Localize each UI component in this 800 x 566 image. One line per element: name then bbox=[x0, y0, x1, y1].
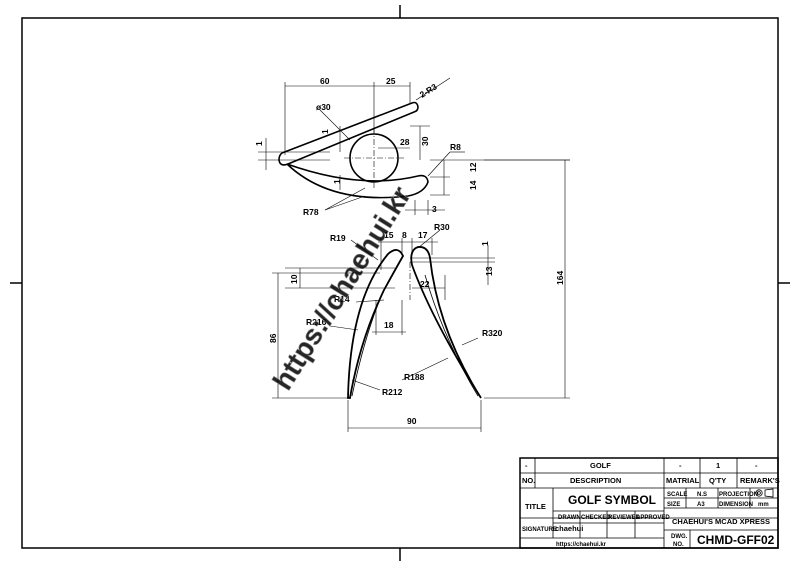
checked-label: CHECKED bbox=[581, 515, 611, 521]
header-material: MATRIAL bbox=[666, 476, 700, 485]
dim-22: 22 bbox=[420, 279, 430, 289]
dwg-number: CHMD-GFF02 bbox=[697, 533, 775, 547]
scale-value: N.S bbox=[697, 492, 707, 498]
dim-15: 15 bbox=[384, 230, 394, 240]
dim-r19: R19 bbox=[330, 233, 346, 243]
title-label: TITLE bbox=[525, 502, 546, 511]
dim-r30: R30 bbox=[434, 222, 450, 232]
dim-r8: R8 bbox=[450, 142, 461, 152]
title-value: GOLF SYMBOL bbox=[568, 493, 656, 507]
row1-no: - bbox=[525, 461, 528, 470]
top-view: 60 25 2-R3 ø30 28 30 1 1 1 R8 12 14 3 R7… bbox=[254, 76, 570, 217]
row1-material: - bbox=[679, 461, 682, 470]
top-dimension-lines bbox=[258, 77, 570, 215]
size-label: SIZE bbox=[667, 502, 680, 508]
header-no: NO. bbox=[522, 476, 535, 485]
club-shaft bbox=[278, 101, 419, 166]
dim-14: 14 bbox=[468, 180, 478, 190]
dim-28: 28 bbox=[400, 137, 410, 147]
title-block bbox=[519, 457, 779, 549]
dim-10: 10 bbox=[289, 274, 299, 284]
dim-phi30: ø30 bbox=[316, 102, 331, 112]
top-center-lines bbox=[344, 128, 404, 188]
bottom-view: R19 15 8 17 R30 1 13 10 22 R14 R216 18 8… bbox=[268, 159, 570, 432]
reviewed-label: REVIEWED bbox=[608, 515, 641, 521]
signature-label: SIGNATURE bbox=[522, 527, 557, 533]
dim-r212: R212 bbox=[382, 387, 403, 397]
dim-12: 12 bbox=[468, 162, 478, 172]
footer-url: https://chaehui.kr bbox=[556, 542, 607, 548]
centering-marks bbox=[10, 5, 790, 561]
right-club-inner bbox=[424, 274, 479, 397]
company-name: CHAEHUI'S MCAD XPRESS bbox=[672, 517, 770, 526]
dwg-label-2: NO. bbox=[673, 542, 684, 548]
header-qty: Q'TY bbox=[709, 476, 726, 485]
dim-60: 60 bbox=[320, 76, 330, 86]
approved-label: APPROVED bbox=[636, 515, 670, 521]
header-description: DESCRIPTION bbox=[570, 476, 621, 485]
row1-remarks: - bbox=[755, 461, 758, 470]
dim-18: 18 bbox=[384, 320, 394, 330]
dim-90: 90 bbox=[407, 416, 417, 426]
dwg-label-1: DWG. bbox=[671, 534, 688, 540]
dim-13: 13 bbox=[484, 266, 494, 276]
row1-description: GOLF bbox=[590, 461, 611, 470]
row1-qty: 1 bbox=[716, 461, 720, 470]
drawn-label: DRAWN bbox=[558, 515, 581, 521]
crescent-shape bbox=[286, 163, 429, 199]
projection-symbol bbox=[755, 488, 774, 498]
right-club bbox=[410, 246, 482, 399]
dim-30: 30 bbox=[420, 136, 430, 146]
dim-r188: R188 bbox=[404, 372, 425, 382]
dim-r3: 2-R3 bbox=[418, 81, 439, 99]
dim-8: 8 bbox=[402, 230, 407, 240]
header-remarks: REMARK'S bbox=[740, 476, 780, 485]
dim-r78: R78 bbox=[303, 207, 319, 217]
dim-1-inner: 1 bbox=[320, 129, 330, 134]
dim-1-right: 1 bbox=[480, 241, 490, 246]
dimension-value: mm bbox=[758, 502, 769, 508]
left-club bbox=[347, 249, 405, 399]
dim-3: 3 bbox=[432, 204, 437, 214]
dimension-label: DIMENSION bbox=[719, 502, 753, 508]
dim-86: 86 bbox=[268, 333, 278, 343]
dim-1-left: 1 bbox=[254, 141, 264, 146]
left-club-inner bbox=[351, 289, 385, 397]
dim-r14: R14 bbox=[334, 294, 350, 304]
dim-1-lower: 1 bbox=[332, 179, 342, 184]
dim-r216: R216 bbox=[306, 317, 327, 327]
dim-164: 164 bbox=[555, 271, 565, 285]
dim-25: 25 bbox=[386, 76, 396, 86]
size-value: A3 bbox=[697, 502, 705, 508]
signature-value: chaehui bbox=[555, 524, 583, 533]
dim-r320: R320 bbox=[482, 328, 503, 338]
bottom-dimension-lines bbox=[272, 159, 570, 432]
drawing-border bbox=[21, 17, 779, 549]
scale-label: SCALE bbox=[667, 492, 687, 498]
dim-17: 17 bbox=[418, 230, 428, 240]
projection-label: PROJECTION bbox=[719, 492, 758, 498]
title-block-text: - GOLF - 1 - NO. DESCRIPTION MATRIAL Q'T… bbox=[522, 461, 780, 548]
